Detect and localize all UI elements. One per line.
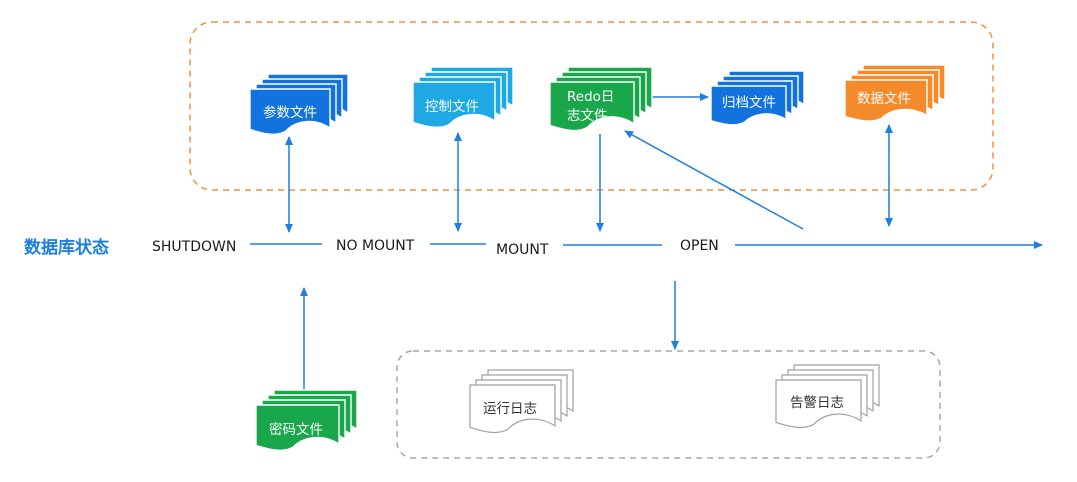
file-label-redo-1: Redo日 <box>567 89 614 105</box>
state-nomount: NO MOUNT <box>336 238 415 254</box>
run-log-stack-sheet <box>469 384 556 434</box>
state-open: OPEN <box>680 238 719 254</box>
archive-file-stack <box>710 70 805 126</box>
archive-file-stack-sheet <box>710 85 787 126</box>
state-mount: MOUNT <box>496 242 549 258</box>
run-log-stack <box>469 369 574 434</box>
redo-file-stack <box>549 66 653 132</box>
storage-files-group <box>189 21 994 191</box>
data-file-stack-sheet <box>844 79 928 122</box>
file-label-data: 数据文件 <box>857 91 911 107</box>
password-file-stack-sheet <box>255 404 340 452</box>
alert-log-stack-sheet <box>775 379 862 429</box>
state-shutdown: SHUTDOWN <box>152 239 236 255</box>
control-file-stack <box>412 66 514 129</box>
control-file-stack-sheet <box>412 81 496 129</box>
password-file-stack <box>255 389 358 452</box>
log-files-group <box>396 350 941 459</box>
alert-log-stack <box>775 364 880 429</box>
data-file-stack <box>844 64 946 122</box>
param-file-stack <box>249 73 349 136</box>
db-state-label: 数据库状态 <box>24 237 109 258</box>
file-label-param: 参数文件 <box>263 104 317 121</box>
connector-arrows <box>285 93 893 390</box>
file-label-password: 密码文件 <box>269 421 323 438</box>
file-label-control: 控制文件 <box>425 99 479 115</box>
file-label-archive: 归档文件 <box>722 94 776 111</box>
file-label-alert-log: 告警日志 <box>790 395 844 411</box>
file-label-run-log: 运行日志 <box>483 401 537 417</box>
param-file-stack-sheet <box>249 88 331 136</box>
state-timeline <box>250 241 1043 249</box>
redo-file-stack-sheet <box>549 81 635 132</box>
arrow-open-to-redo <box>624 130 804 230</box>
file-label-redo-2: 志文件 <box>567 108 608 124</box>
